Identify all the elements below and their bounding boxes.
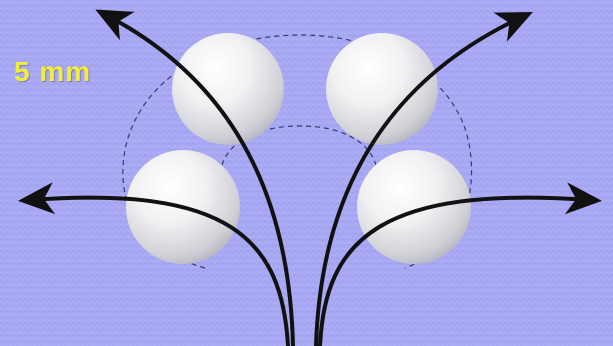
scale-label: 5 mm bbox=[14, 56, 91, 88]
sphere-bottom-right bbox=[357, 150, 471, 264]
sphere-top-left bbox=[172, 33, 284, 145]
